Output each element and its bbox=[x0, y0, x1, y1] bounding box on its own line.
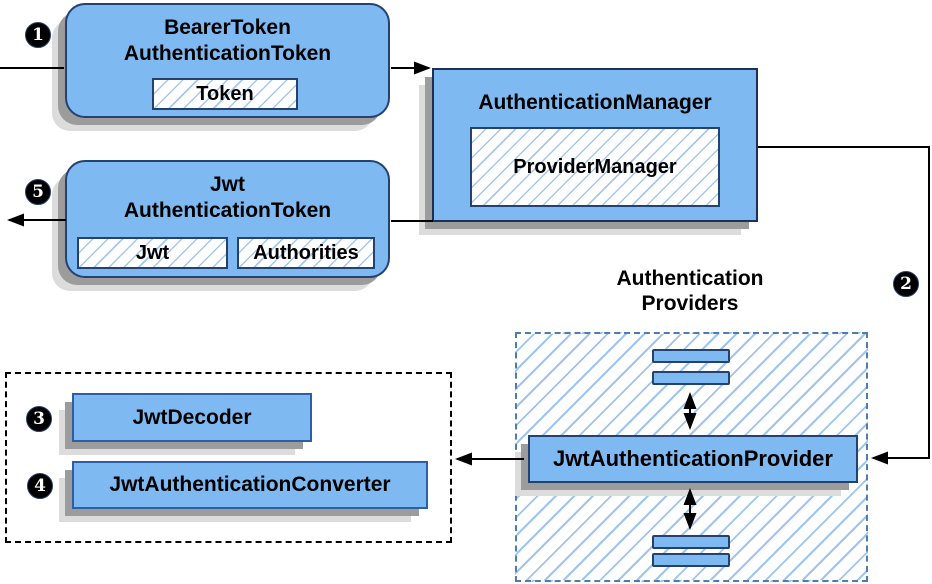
jwt-authentication-token-node: Jwt AuthenticationToken Jwt Authorities bbox=[65, 160, 390, 278]
bearer-token-title-line2: AuthenticationToken bbox=[123, 42, 332, 65]
authentication-manager-title: AuthenticationManager bbox=[478, 91, 712, 114]
provider-stub-bar bbox=[652, 371, 730, 385]
provider-stub-bar bbox=[652, 553, 730, 567]
jwt-token-title-line1: Jwt bbox=[209, 173, 245, 196]
bearer-token-authentication-token-node: BearerToken AuthenticationToken Token bbox=[65, 3, 390, 118]
provider-stub-bar bbox=[652, 349, 730, 363]
jwt-decoder-node: JwtDecoder bbox=[72, 393, 312, 442]
bearer-token-node-title: BearerToken AuthenticationToken bbox=[67, 15, 388, 67]
step-5-badge: 5 bbox=[25, 179, 51, 205]
authentication-providers-label: Authentication Providers bbox=[580, 266, 800, 316]
provider-manager-chip: ProviderManager bbox=[470, 127, 720, 207]
step-4-badge: 4 bbox=[27, 473, 53, 499]
providers-label-line2: Providers bbox=[641, 292, 739, 315]
authentication-manager-node: AuthenticationManager ProviderManager bbox=[432, 68, 758, 222]
jwt-token-node-title: Jwt AuthenticationToken bbox=[67, 172, 388, 224]
provider-stub-bar bbox=[652, 535, 730, 549]
step-2-badge: 2 bbox=[893, 271, 919, 297]
jwt-token-title-line2: AuthenticationToken bbox=[123, 199, 332, 222]
step-1-badge: 1 bbox=[25, 22, 51, 48]
authorities-chip: Authorities bbox=[237, 237, 375, 269]
step-3-badge: 3 bbox=[26, 406, 52, 432]
jwt-chip: Jwt bbox=[77, 237, 228, 269]
jwt-authentication-converter-node: JwtAuthenticationConverter bbox=[72, 461, 428, 509]
providers-label-line1: Authentication bbox=[616, 267, 764, 290]
token-chip: Token bbox=[152, 78, 298, 110]
bearer-token-title-line1: BearerToken bbox=[164, 16, 291, 39]
jwt-authentication-provider-node: JwtAuthenticationProvider bbox=[528, 435, 858, 483]
